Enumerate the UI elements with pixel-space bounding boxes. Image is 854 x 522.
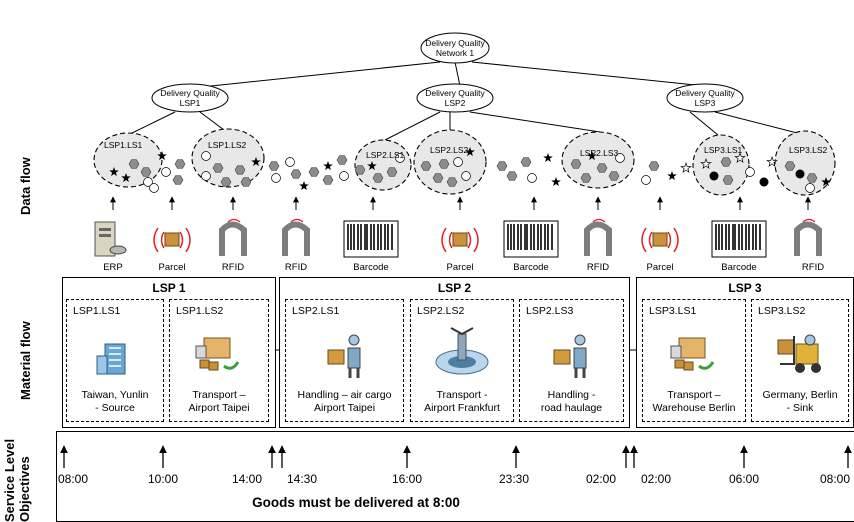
lsp3-box: LSP 3 LSP3.LS1 Transport – Warehouse Ber… [636,277,854,428]
handling-icon [553,334,587,378]
segment-id: LSP2.LS2 [417,305,465,317]
rfid-gate-icon [584,218,612,256]
slo-footer: Goods must be delivered at 8:00 [252,495,460,510]
tech-label: Barcode [513,262,549,273]
tech-label: ERP [103,262,123,273]
cluster-label: LSP3.LS1 [704,145,743,155]
segment-id: LSP2.LS3 [526,305,574,317]
segment-id: LSP2.LS1 [292,305,340,317]
parcel-rfid-icon [441,227,479,253]
slo-time: 16:00 [392,472,423,486]
erp-server-icon [94,221,127,257]
lsp3-quality-label: Delivery Quality LSP3 [675,88,735,108]
slo-arrows [60,445,852,468]
material-flow-row-label: Material flow [18,321,33,400]
lsp3-quality-node [666,83,744,113]
building-icon [96,343,126,375]
segment-id: LSP3.LS2 [758,305,806,317]
parcel-rfid-icon [153,227,191,253]
slo-time: 02:00 [586,472,617,486]
segment-caption: Transport - Airport Frankfurt [424,389,500,414]
segment-lsp3-ls2: LSP3.LS2 Germany, Berlin - Sink [751,299,849,422]
cluster-label: LSP1.LS2 [208,140,247,150]
hierarchy-lines [127,61,806,141]
network-node [420,32,490,64]
cluster-label: LSP1.LS1 [104,140,143,150]
lsp1-quality-label: Delivery Quality LSP1 [160,88,220,108]
tech-label: Parcel [646,262,674,273]
lsp-title: LSP 3 [728,281,762,295]
slo-time: 14:30 [287,472,318,486]
barcode-icon [711,220,767,258]
slo-time: 08:00 [58,472,89,486]
cluster-lsp3-ls1 [692,134,750,196]
tech-label: RFID [801,262,825,273]
tech-label: RFID [284,262,308,273]
lsp2-box: LSP 2 LSP2.LS1 Handling – air cargo Airp… [279,277,630,428]
lsp-title: LSP 1 [152,281,186,295]
handling-icon [327,334,361,378]
slo-time: 23:30 [499,472,530,486]
lsp2-quality-node [416,83,494,113]
segment-id: LSP1.LS1 [73,305,121,317]
tech-label: Barcode [353,262,389,273]
segment-id: LSP1.LS2 [176,305,224,317]
parcel-rfid-icon [641,227,679,253]
data-clusters [93,128,836,196]
slo-time: 06:00 [729,472,760,486]
cluster-label: LSP2.LS2 [430,145,469,155]
cluster-lsp3-ls2 [774,130,836,196]
barcode-icon [343,220,399,258]
slo-time: 14:00 [232,472,263,486]
segment-lsp1-ls1: LSP1.LS1 Taiwan, Yunlin - Source [66,299,164,422]
cluster-label: LSP2.LS1 [366,150,405,160]
cluster-label: LSP2.LS3 [580,148,619,158]
segment-caption: Handling – air cargo Airport Taipei [297,389,392,414]
tech-label: RFID [221,262,245,273]
truck-icon [195,337,240,371]
segment-caption: Taiwan, Yunlin - Source [81,389,149,414]
segment-caption: Transport – Airport Taipei [188,389,250,414]
segment-caption: Germany, Berlin - Sink [762,389,838,414]
cluster-lsp2-ls1 [354,139,412,191]
tech-label: RFID [586,262,610,273]
lsp2-quality-label: Delivery Quality LSP2 [425,88,485,108]
segment-lsp2-ls1: LSP2.LS1 Handling – air cargo Airport Ta… [285,299,404,422]
forklift-icon [777,334,821,373]
segment-id: LSP3.LS1 [649,305,697,317]
data-flow-row-label: Data flow [18,157,33,215]
slo-time: 10:00 [148,472,179,486]
segment-lsp1-ls2: LSP1.LS2 Transport – Airport Taipei [169,299,269,422]
lsp1-box: LSP 1 LSP1.LS1 Taiwan, Yunlin - Source L… [62,277,276,428]
segment-lsp2-ls2: LSP2.LS2 Transport - Airport Frankfurt [410,299,514,422]
slo-row-label: Service Level Objectives [2,438,32,522]
segment-caption: Transport – Warehouse Berlin [652,389,736,414]
tech-label: Barcode [721,262,757,273]
barcode-icon [503,220,559,258]
truck-icon [670,337,715,371]
airport-icon [435,327,489,375]
rfid-gate-icon [282,218,310,256]
lsp1-quality-node [151,83,229,113]
tech-label: Parcel [158,262,186,273]
cluster-label: LSP3.LS2 [789,145,828,155]
segment-lsp3-ls1: LSP3.LS1 Transport – Warehouse Berlin [642,299,746,422]
lsp-title: LSP 2 [437,281,472,295]
network-node-label: Delivery Quality Network 1 [425,38,485,58]
rfid-gate-icon [219,218,247,256]
slo-time: 02:00 [641,472,672,486]
data-arrows [110,196,811,210]
tech-label: Parcel [446,262,474,273]
segment-caption: Handling - road haulage [540,389,603,414]
cluster-lsp1-ls2 [191,128,265,188]
rfid-gate-icon [794,218,822,256]
segment-lsp2-ls3: LSP2.LS3 Handling - road haulage [519,299,624,422]
slo-time: 08:00 [820,472,851,486]
